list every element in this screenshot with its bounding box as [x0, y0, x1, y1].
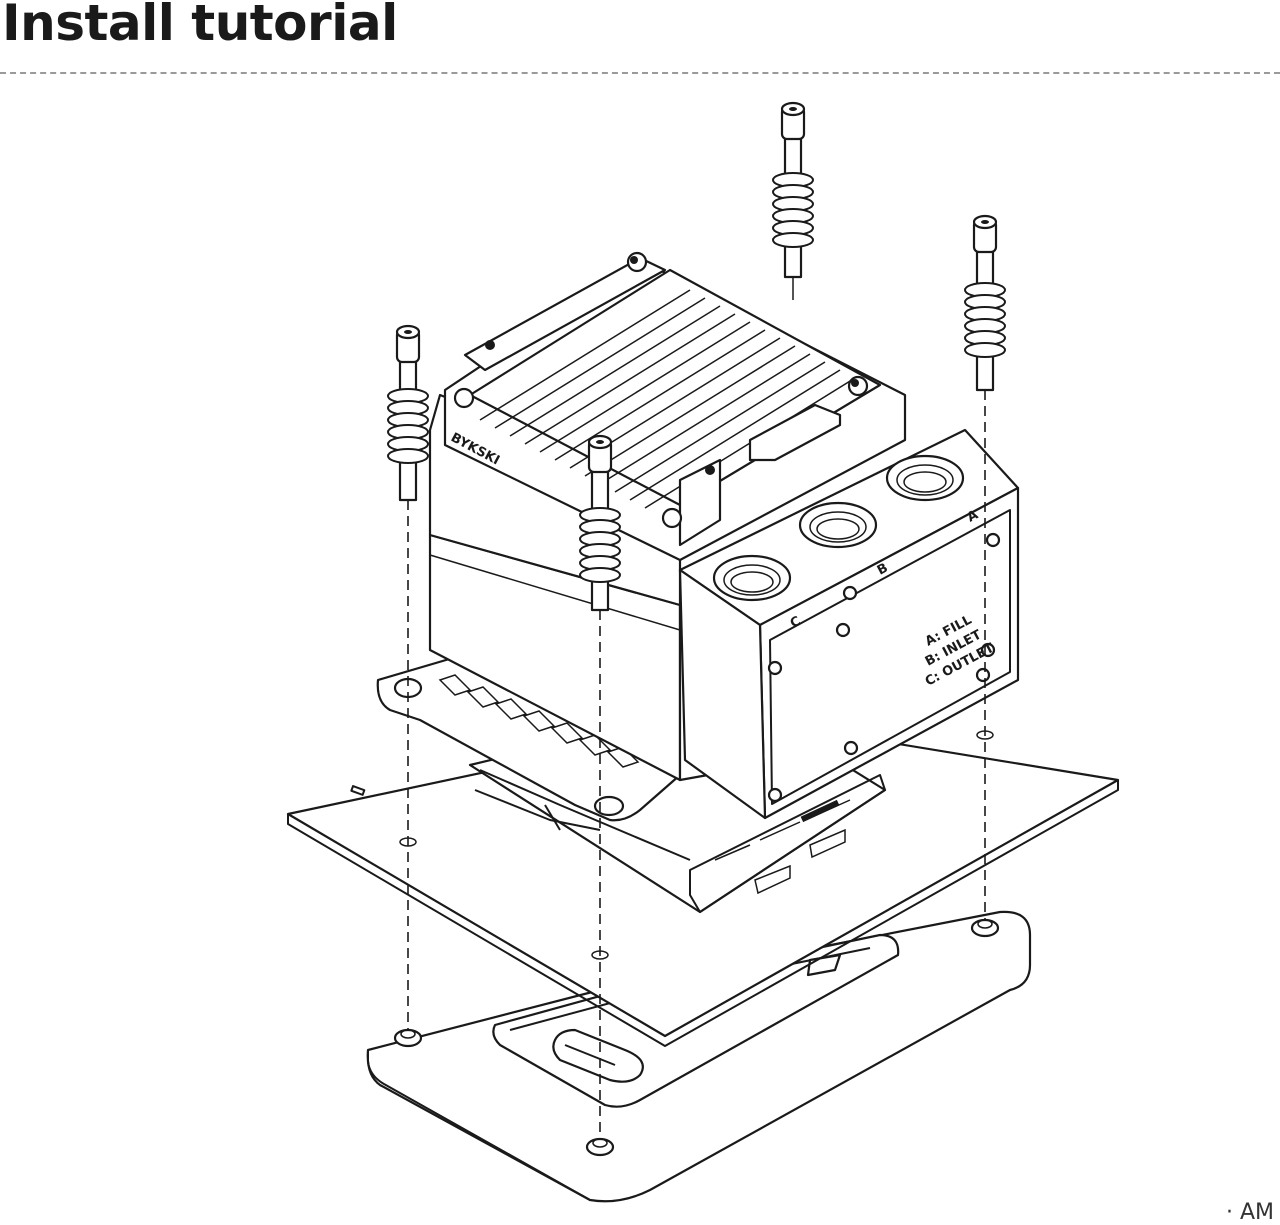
screw-left	[387, 324, 429, 502]
page-title: Install tutorial	[2, 0, 398, 52]
screw-front	[579, 434, 621, 612]
port-b	[798, 501, 878, 549]
heatsink: BYKSKI	[443, 251, 907, 562]
screw-top	[772, 101, 814, 279]
alignment-guides	[407, 275, 986, 1140]
corner-label: · AM	[1225, 1200, 1274, 1225]
port-c	[712, 554, 792, 602]
backplate	[366, 910, 1032, 1203]
screw-right	[964, 214, 1006, 392]
port-block: A B C A: FILL B: INLET C: OUTLET	[678, 428, 1020, 820]
mounting-bracket	[376, 648, 682, 822]
dashed-divider	[0, 72, 1280, 74]
port-a	[885, 454, 965, 502]
